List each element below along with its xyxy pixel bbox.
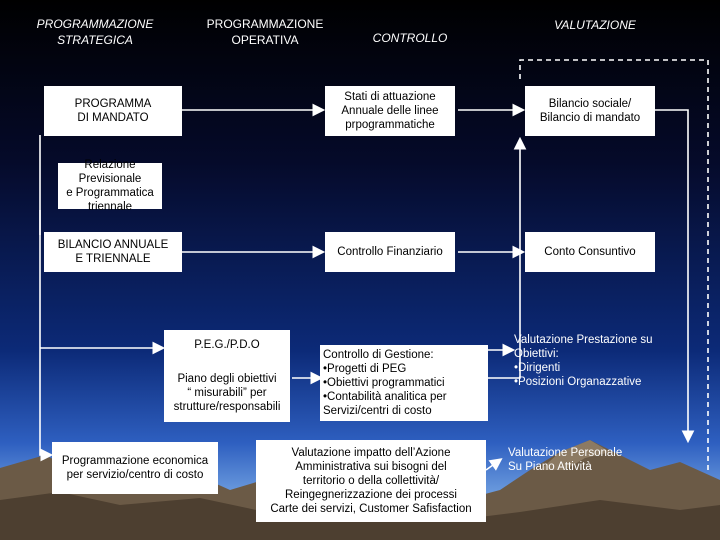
box-controllo-gestione: Controllo di Gestione: •Progetti di PEG … (320, 345, 488, 421)
box-stati-attuazione: Stati di attuazione Annuale delle linee … (325, 86, 455, 136)
box-bilancio-annuale: BILANCIO ANNUALE E TRIENNALE (44, 232, 182, 272)
text-valutazione-personale: Valutazione Personale Su Piano Attività (508, 446, 658, 474)
box-controllo-finanziario: Controllo Finanziario (325, 232, 455, 272)
arrow-left-programmazione (40, 135, 50, 455)
box-bilancio-sociale: Bilancio sociale/ Bilancio di mandato (525, 86, 655, 136)
box-peg-pdo: P.E.G./P.D.O Piano degli obiettivi “ mis… (164, 330, 290, 422)
box-conto-consuntivo: Conto Consuntivo (525, 232, 655, 272)
box-programmazione-economica: Programmazione economica per servizio/ce… (52, 442, 218, 494)
peg-title: P.E.G./P.D.O (194, 338, 259, 352)
arrow-impatto-personale (486, 460, 500, 470)
arrow-right-loop (655, 110, 688, 440)
piano-obiettivi: Piano degli obiettivi “ misurabili” per … (174, 372, 281, 414)
box-valutazione-impatto: Valutazione impatto dell’Azione Amminist… (256, 440, 486, 522)
box-relazione-previsionale: Relazione Previsionale e Programmatica t… (58, 163, 162, 209)
text-valutazione-prestazione: Valutazione Prestazione su Obiettivi: •D… (514, 333, 694, 389)
box-programma-mandato: PROGRAMMA DI MANDATO (44, 86, 182, 136)
